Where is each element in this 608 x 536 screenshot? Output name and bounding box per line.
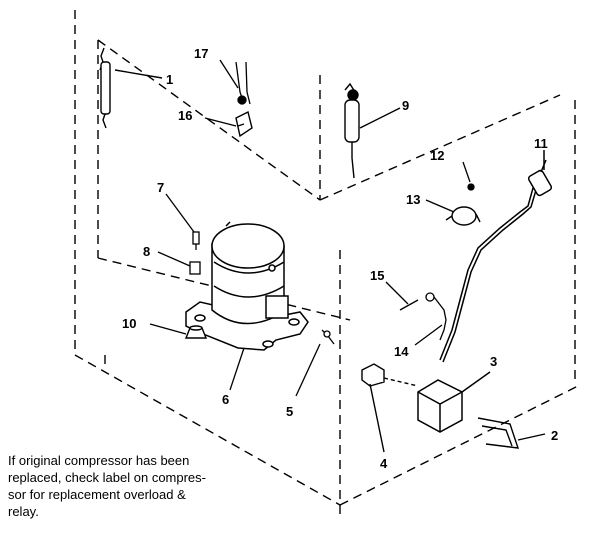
callout-6: 6 — [222, 392, 229, 407]
compressor-replacement-note: If original compressor has been replaced… — [8, 452, 278, 520]
callout-14: 14 — [394, 344, 409, 359]
part-9-thermostat — [344, 82, 401, 179]
part-1-drier — [99, 47, 163, 129]
part-14-ground-wire — [414, 292, 447, 346]
cabinet-outline — [74, 10, 581, 520]
note-line-2: replaced, check label on compres- — [8, 470, 206, 485]
part-17-relay-clip — [219, 59, 251, 105]
callout-11: 11 — [534, 136, 548, 151]
part-11-power-cord — [439, 150, 553, 363]
callout-16: 16 — [178, 108, 192, 123]
callout-10: 10 — [122, 316, 136, 331]
part-5-terminal — [295, 329, 335, 397]
callout-9: 9 — [402, 98, 409, 113]
callout-13: 13 — [406, 192, 420, 207]
part-8-sleeve — [157, 251, 201, 275]
callout-1: 1 — [166, 72, 173, 87]
part-13-clamp — [425, 199, 481, 226]
note-line-1: If original compressor has been — [8, 453, 190, 468]
part-2-bracket — [477, 417, 546, 449]
compressor — [185, 221, 309, 351]
callout-17: 17 — [194, 46, 208, 61]
callout-12: 12 — [430, 148, 444, 163]
part-3-overload — [417, 371, 491, 433]
part-10-grommet — [149, 323, 208, 339]
callout-7: 7 — [157, 180, 164, 195]
callout-8: 8 — [143, 244, 150, 259]
callout-4: 4 — [380, 456, 388, 471]
part-15-screw — [385, 281, 419, 311]
part-4-relay — [361, 363, 419, 453]
part-6-leader — [229, 347, 245, 391]
callout-15: 15 — [370, 268, 384, 283]
callout-5: 5 — [286, 404, 293, 419]
part-12-screw — [462, 161, 475, 191]
callout-3: 3 — [490, 354, 497, 369]
note-line-3: sor for replacement overload & — [8, 487, 186, 502]
part-7-bolt — [165, 193, 200, 250]
part-16-relay-cover — [204, 110, 253, 138]
note-line-4: relay. — [8, 504, 39, 519]
callout-2: 2 — [551, 428, 558, 443]
